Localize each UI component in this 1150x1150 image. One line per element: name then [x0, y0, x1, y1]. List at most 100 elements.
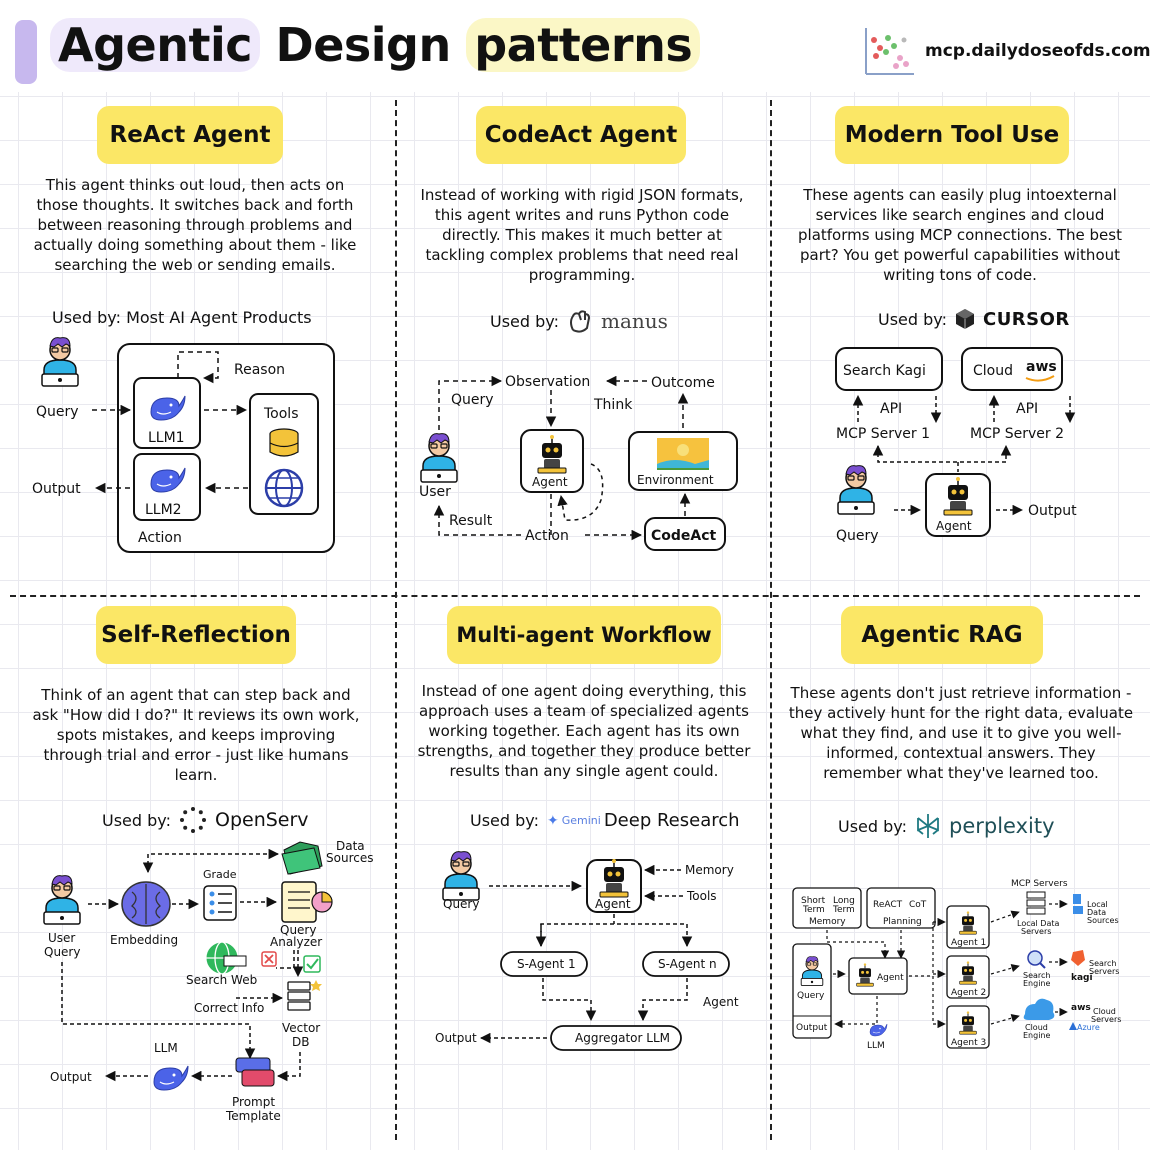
user-icon: [837, 464, 875, 515]
output-label: Output: [796, 1023, 828, 1033]
search-web-label: Search Web: [186, 973, 257, 987]
gemini-star-icon: ✦: [546, 812, 559, 829]
aws-label: aws: [1071, 1003, 1091, 1013]
output-label: Output: [32, 481, 81, 497]
cloud-label: Cloud: [1025, 1023, 1048, 1032]
accent-bar: [15, 20, 37, 84]
multi-agent-workflow-title: Multi-agent Workflow: [447, 606, 721, 664]
search-engine-icon: [1027, 950, 1046, 969]
agent-2-label: Agent: [703, 995, 739, 1009]
reason-label: Reason: [234, 362, 285, 378]
azure-label: Azure: [1077, 1023, 1100, 1032]
cloud-aws-box: [961, 347, 1063, 391]
rag-used-by: Used by: perplexity: [838, 814, 1055, 838]
query-label: Query: [36, 404, 79, 420]
agentic-rag-description: These agents don't just retrieve informa…: [788, 684, 1134, 782]
agentic-rag-title: Agentic RAG: [841, 606, 1043, 664]
local-data-label: Local Data: [1017, 919, 1059, 928]
agent-label: Agent: [877, 973, 904, 983]
perplexity-brand: perplexity: [948, 814, 1055, 838]
aws-logo-label: aws: [1026, 359, 1057, 375]
agent-label: Agent: [595, 897, 631, 911]
agent-label: Agent: [936, 519, 972, 533]
query-label: Query: [443, 897, 479, 911]
codeact-box: [644, 517, 726, 551]
gemini-deep-research-brand: ✦ Gemini Deep Research: [546, 810, 740, 831]
user-icon: [41, 336, 79, 387]
site-url[interactable]: mcp.dailydoseofds.com: [925, 41, 1150, 61]
s-agent-1-box: [500, 951, 588, 977]
whale-icon: [869, 1023, 888, 1037]
brave-icon: [1071, 950, 1085, 966]
mcp-servers-label: MCP Servers: [1011, 879, 1068, 889]
local-data-icon: [1073, 894, 1083, 914]
scatter-plot-logo-icon: [865, 28, 914, 75]
agent-2-label: Agent 2: [951, 988, 986, 998]
codeact-label: CodeAct: [651, 528, 717, 544]
servers-label-1: Servers: [1021, 927, 1051, 936]
data-sources-label-1: Data: [336, 839, 365, 853]
react-agent-description: This agent thinks out loud, then acts on…: [33, 176, 357, 274]
s-agent-1-label: S-Agent 1: [517, 957, 576, 971]
memory-label: Memory: [809, 917, 846, 927]
search-kagi-label: Search Kagi: [843, 363, 926, 379]
short-label: Short: [801, 896, 826, 906]
landscape-icon: [657, 438, 709, 470]
multiagent-used-by: Used by: ✦ Gemini Deep Research: [470, 810, 740, 831]
output-label: Output: [1028, 503, 1077, 519]
cursor-cube-icon: [955, 309, 974, 329]
engine-label-1: Engine: [1023, 979, 1050, 988]
outcome-label: Outcome: [651, 375, 715, 391]
output-label: Output: [50, 1070, 92, 1084]
memory-box: [792, 887, 862, 929]
planning-box: [866, 887, 936, 929]
data-sources-label-2: Sources: [326, 851, 373, 865]
api-1-label: API: [880, 401, 902, 417]
folder-icon: [281, 841, 323, 875]
llm2-label: LLM2: [145, 502, 182, 518]
manus-brand: manus: [600, 309, 668, 333]
s-agent-n-label: S-Agent n: [658, 957, 717, 971]
page-title: Agentic Design patterns: [50, 18, 701, 72]
server-rack-icon: [1026, 891, 1046, 915]
vector-db-icon: [287, 980, 322, 1011]
embedding-label: Embedding: [110, 933, 178, 947]
term-label-1: Term: [802, 905, 825, 915]
cloud-servers-label-1: Cloud: [1093, 1007, 1116, 1016]
tooluse-used-by: Used by: CURSOR: [878, 308, 1070, 330]
environment-label: Environment: [637, 473, 714, 487]
reject-x-icon: [261, 951, 277, 967]
codeact-agent-title: CodeAct Agent: [476, 106, 686, 164]
rag-diagram: Short Term Long Term Memory ReACT CoT Pl…: [785, 872, 1145, 1062]
search-servers-label-2: Servers: [1089, 967, 1119, 976]
cloud-servers-label-2: Servers: [1091, 1015, 1121, 1024]
tools-label: Tools: [263, 406, 299, 422]
output-label: Output: [435, 1031, 477, 1045]
column-divider-1: [395, 100, 397, 1140]
aws-smile-icon: [1025, 375, 1055, 382]
codeact-used-by: Used by: manus: [490, 309, 668, 333]
llm1-label: LLM1: [148, 430, 185, 446]
search-web-globe-icon: [205, 941, 247, 975]
aggregator-llm-box: [550, 1025, 682, 1051]
db-label: DB: [292, 1035, 309, 1049]
modern-tool-use-description: These agents can easily plug intoexterna…: [798, 186, 1122, 284]
reflection-used-by: Used by: OpenServ: [102, 806, 309, 834]
mcp-server-2-label: MCP Server 2: [970, 426, 1064, 442]
think-label: Think: [593, 397, 633, 413]
whale-icon: [153, 1065, 189, 1091]
agent-label: Agent: [532, 475, 568, 489]
cursor-brand: CURSOR: [982, 308, 1070, 330]
llm-label: LLM: [154, 1041, 178, 1055]
globe-icon: [264, 468, 304, 508]
user-label: User: [419, 484, 451, 500]
column-divider-2: [770, 100, 772, 1140]
template-label: Template: [225, 1109, 281, 1123]
database-icon: [269, 428, 299, 457]
action-label: Action: [138, 530, 182, 546]
user-query-box: [792, 943, 832, 1039]
user-query-label-2: Query: [44, 945, 80, 959]
query-label: Query: [280, 923, 316, 937]
query-label: Query: [836, 528, 879, 544]
tooluse-diagram: Search Kagi Cloud aws API API MCP Server…: [770, 340, 1150, 570]
